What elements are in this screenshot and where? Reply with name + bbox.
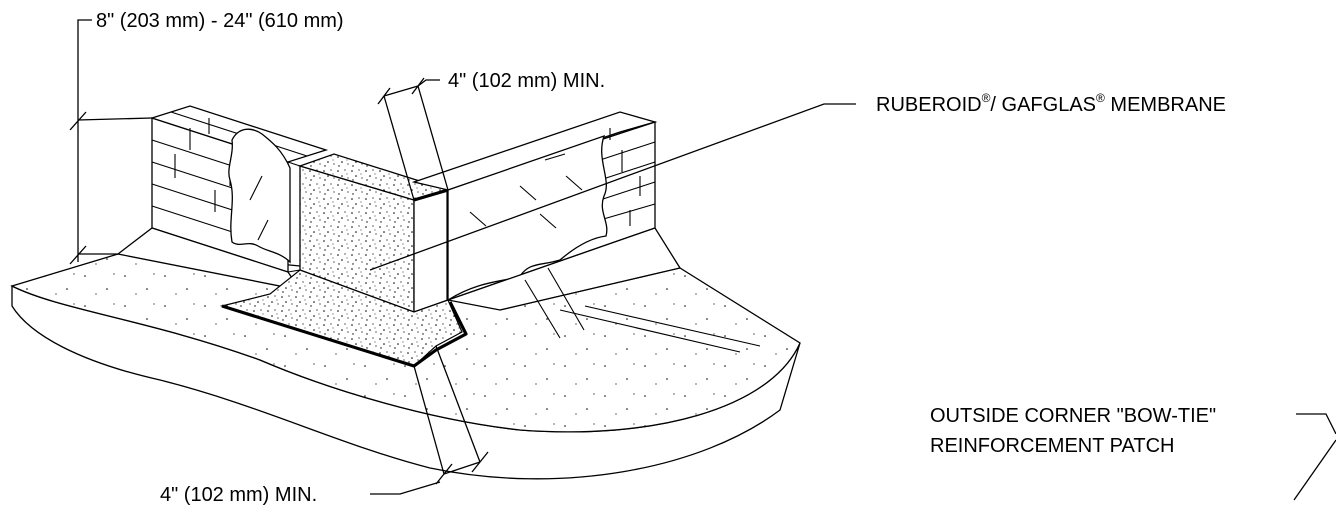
dimension-bottom-lap: 4" (102 mm) MIN. [160, 345, 489, 506]
right-brick-wall [411, 111, 658, 302]
dimension-top-lap: 4" (102 mm) MIN. [377, 70, 605, 201]
top-lap-label: 4" (102 mm) MIN. [448, 70, 605, 92]
right-cant-strip [445, 227, 761, 353]
patch-label-line1: OUTSIDE CORNER "BOW-TIE" [930, 405, 1216, 427]
patch-label-line2: REINFORCEMENT PATCH [930, 435, 1174, 457]
left-brick-wall [149, 105, 329, 273]
membrane-label: RUBEROID®/ GAFGLAS® MEMBRANE [876, 91, 1226, 116]
bottom-lap-label: 4" (102 mm) MIN. [160, 484, 317, 506]
wall-height-label: 8" (203 mm) - 24" (610 mm) [96, 10, 344, 32]
callout-patch: OUTSIDE CORNER "BOW-TIE" REINFORCEMENT P… [930, 405, 1336, 501]
dimension-wall-height: 8" (203 mm) - 24" (610 mm) [69, 10, 344, 265]
callout-membrane: RUBEROID®/ GAFGLAS® MEMBRANE [369, 91, 1226, 271]
